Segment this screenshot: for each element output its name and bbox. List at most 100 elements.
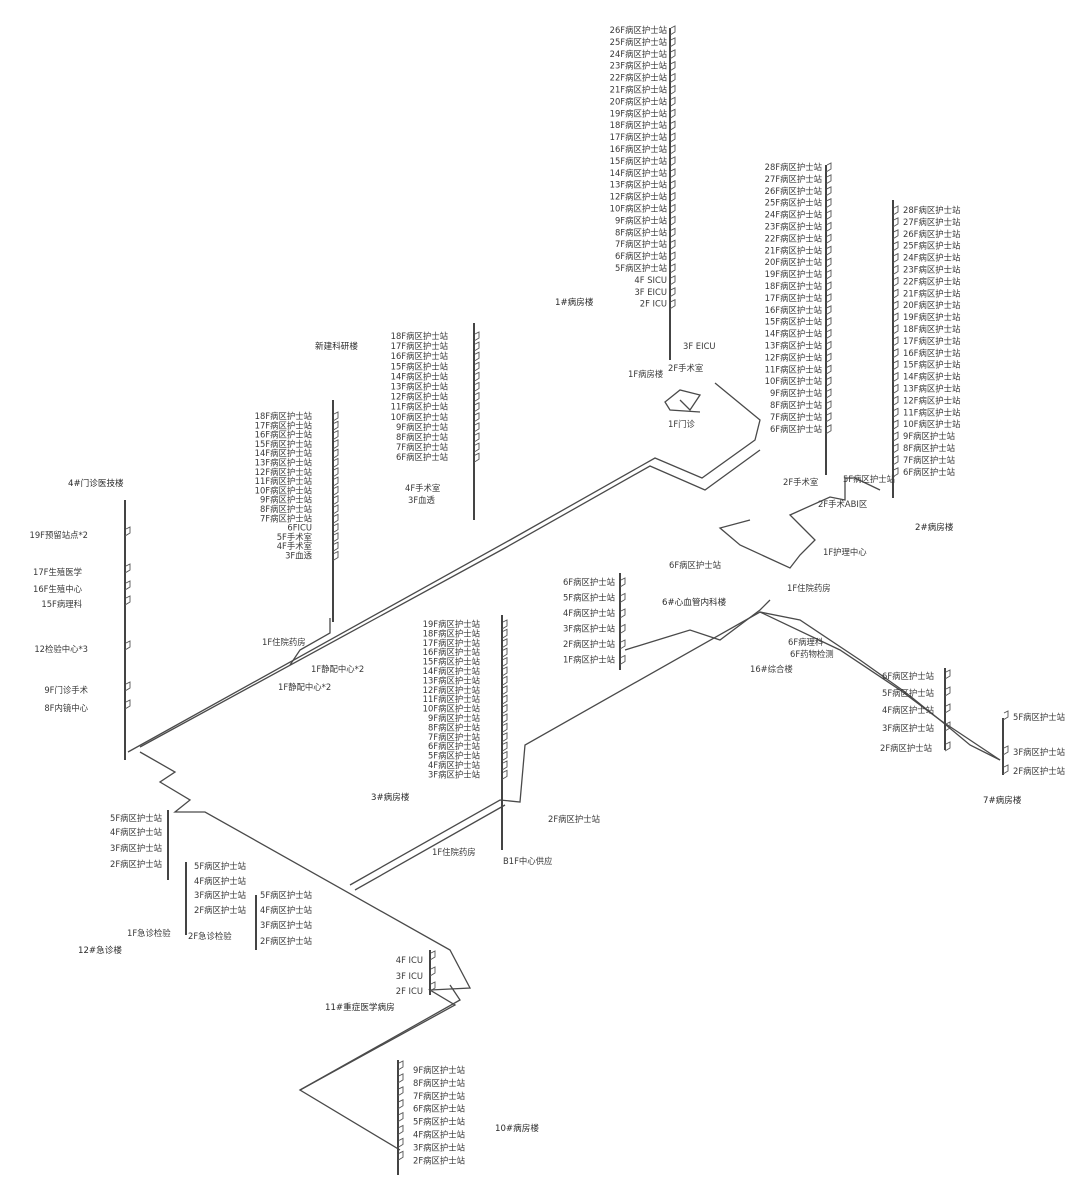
station-label: 5F病区护士站 <box>843 474 896 484</box>
station-label: 10F病区护士站 <box>765 376 823 386</box>
station-label: 4F病区护士站 <box>882 705 935 715</box>
station-stub <box>501 769 508 780</box>
building-label-6: 6#心血管内科楼 <box>662 596 727 608</box>
station-stub <box>473 401 480 413</box>
station-stub <box>669 72 676 83</box>
station-stub <box>825 257 832 268</box>
station-label: 14F病区护士站 <box>903 372 961 382</box>
station-label: 4F SICU <box>634 275 667 285</box>
station-label: 16#综合楼 <box>750 664 793 674</box>
station-stub <box>397 1111 404 1122</box>
station-label: 1F住院药房 <box>432 847 476 857</box>
station-label: 12F病区护士站 <box>391 392 449 402</box>
building-label-new: 新建科研楼 <box>315 340 358 352</box>
station-label: 5F病区护士站 <box>428 751 481 761</box>
station-stub <box>124 681 131 692</box>
station-stub <box>473 452 480 463</box>
station-label: 2F急诊检验 <box>188 931 232 941</box>
station-stub <box>332 467 339 478</box>
station-label: 2F手术ABI区 <box>818 499 867 509</box>
station-label: 22F病区护士站 <box>903 276 961 286</box>
station-stub <box>825 233 832 244</box>
station-label: 3F病区护士站 <box>413 1142 466 1152</box>
station-label: 11F病区护士站 <box>255 476 313 486</box>
station-label: 17F病区护士站 <box>903 336 961 346</box>
station-stub <box>892 407 899 418</box>
station-label: 4F病区护士站 <box>194 876 247 886</box>
station-label: 11F病区护士站 <box>423 694 481 704</box>
station-label: 25F病区护士站 <box>610 37 668 47</box>
station-label: 10F病区护士站 <box>255 485 313 495</box>
risers <box>124 28 1004 1175</box>
station-label: 11F病区护士站 <box>903 407 961 417</box>
building-label-2: 2#病房楼 <box>915 521 954 533</box>
station-stub <box>892 324 899 335</box>
station-stub <box>892 348 899 359</box>
station-stub <box>825 197 832 209</box>
station-stub <box>332 448 339 459</box>
station-stub <box>669 60 676 72</box>
station-label: 1F住院药房 <box>787 583 831 593</box>
station-stub <box>825 328 832 339</box>
station-label: 3F血透 <box>408 495 436 505</box>
branch-pipe-b5 <box>289 618 331 666</box>
station-stub <box>669 298 676 310</box>
station-stub <box>501 638 508 649</box>
station-label: 12检验中心*3 <box>34 644 88 654</box>
station-label: 7F病区护士站 <box>260 513 313 523</box>
station-label: 1F静配中心*2 <box>311 664 364 674</box>
branch-pipe-11 <box>299 984 461 1091</box>
station-label: 25F病区护士站 <box>765 198 823 208</box>
station-label: 6F病区护士站 <box>903 467 956 477</box>
station-stub <box>892 455 899 466</box>
station-label: 8F内镜中心 <box>44 703 88 713</box>
station-label: 1F门诊 <box>668 419 696 429</box>
station-label: 13F病区护士站 <box>255 458 313 468</box>
station-stub <box>825 269 832 280</box>
station-label: 6F病区护士站 <box>396 452 449 462</box>
station-label: 2F ICU <box>640 299 667 309</box>
station-label: 4F手术室 <box>405 483 440 493</box>
station-label: 20F病区护士站 <box>610 96 668 106</box>
station-label: 15F病区护士站 <box>255 439 313 449</box>
station-label: 16F病区护士站 <box>423 647 481 657</box>
station-label: 7F病区护士站 <box>396 442 449 452</box>
station-label: 5F病区护士站 <box>882 688 935 698</box>
station-stub <box>332 550 339 561</box>
station-label: 17F病区护士站 <box>255 420 313 430</box>
station-label: 7F病区护士站 <box>413 1091 466 1101</box>
station-label: 13F病区护士站 <box>391 382 449 392</box>
station-stub <box>825 174 832 185</box>
station-stub <box>501 722 508 733</box>
trunk-pipe-main-b <box>139 449 761 748</box>
station-label: 5F病区护士站 <box>110 813 163 823</box>
station-label: 9F门诊手术 <box>44 685 88 695</box>
station-label: 6F病区护士站 <box>563 577 616 587</box>
station-stub <box>892 276 899 287</box>
building-label-3: 3#病房楼 <box>371 791 410 803</box>
station-stub <box>669 191 676 202</box>
station-stub <box>825 388 832 399</box>
station-label: 19F病区护士站 <box>423 619 481 629</box>
station-stub <box>892 467 899 478</box>
station-label: 5F病区护士站 <box>194 861 247 871</box>
station-stub <box>892 336 899 347</box>
station-label: 12F病区护士站 <box>765 352 823 362</box>
station-stub <box>473 432 480 443</box>
station-stub <box>892 288 899 299</box>
station-label: 1F病房楼 <box>628 369 664 379</box>
station-label: 14F病区护士站 <box>610 168 668 178</box>
station-label: 3F EICU <box>634 287 667 297</box>
station-label: 7F病区护士站 <box>428 732 481 742</box>
station-stub <box>397 1073 404 1084</box>
station-label: 6F病区护士站 <box>413 1104 466 1114</box>
station-label: 12F病区护士站 <box>255 467 313 477</box>
station-label: 20F病区护士站 <box>903 300 961 310</box>
station-label: 26F病区护士站 <box>765 186 823 196</box>
station-stub <box>944 703 951 714</box>
station-stub <box>501 713 508 724</box>
station-stub <box>669 275 676 286</box>
station-stub <box>473 422 480 433</box>
station-label: 8F病区护士站 <box>428 722 481 732</box>
station-stub <box>473 442 480 453</box>
